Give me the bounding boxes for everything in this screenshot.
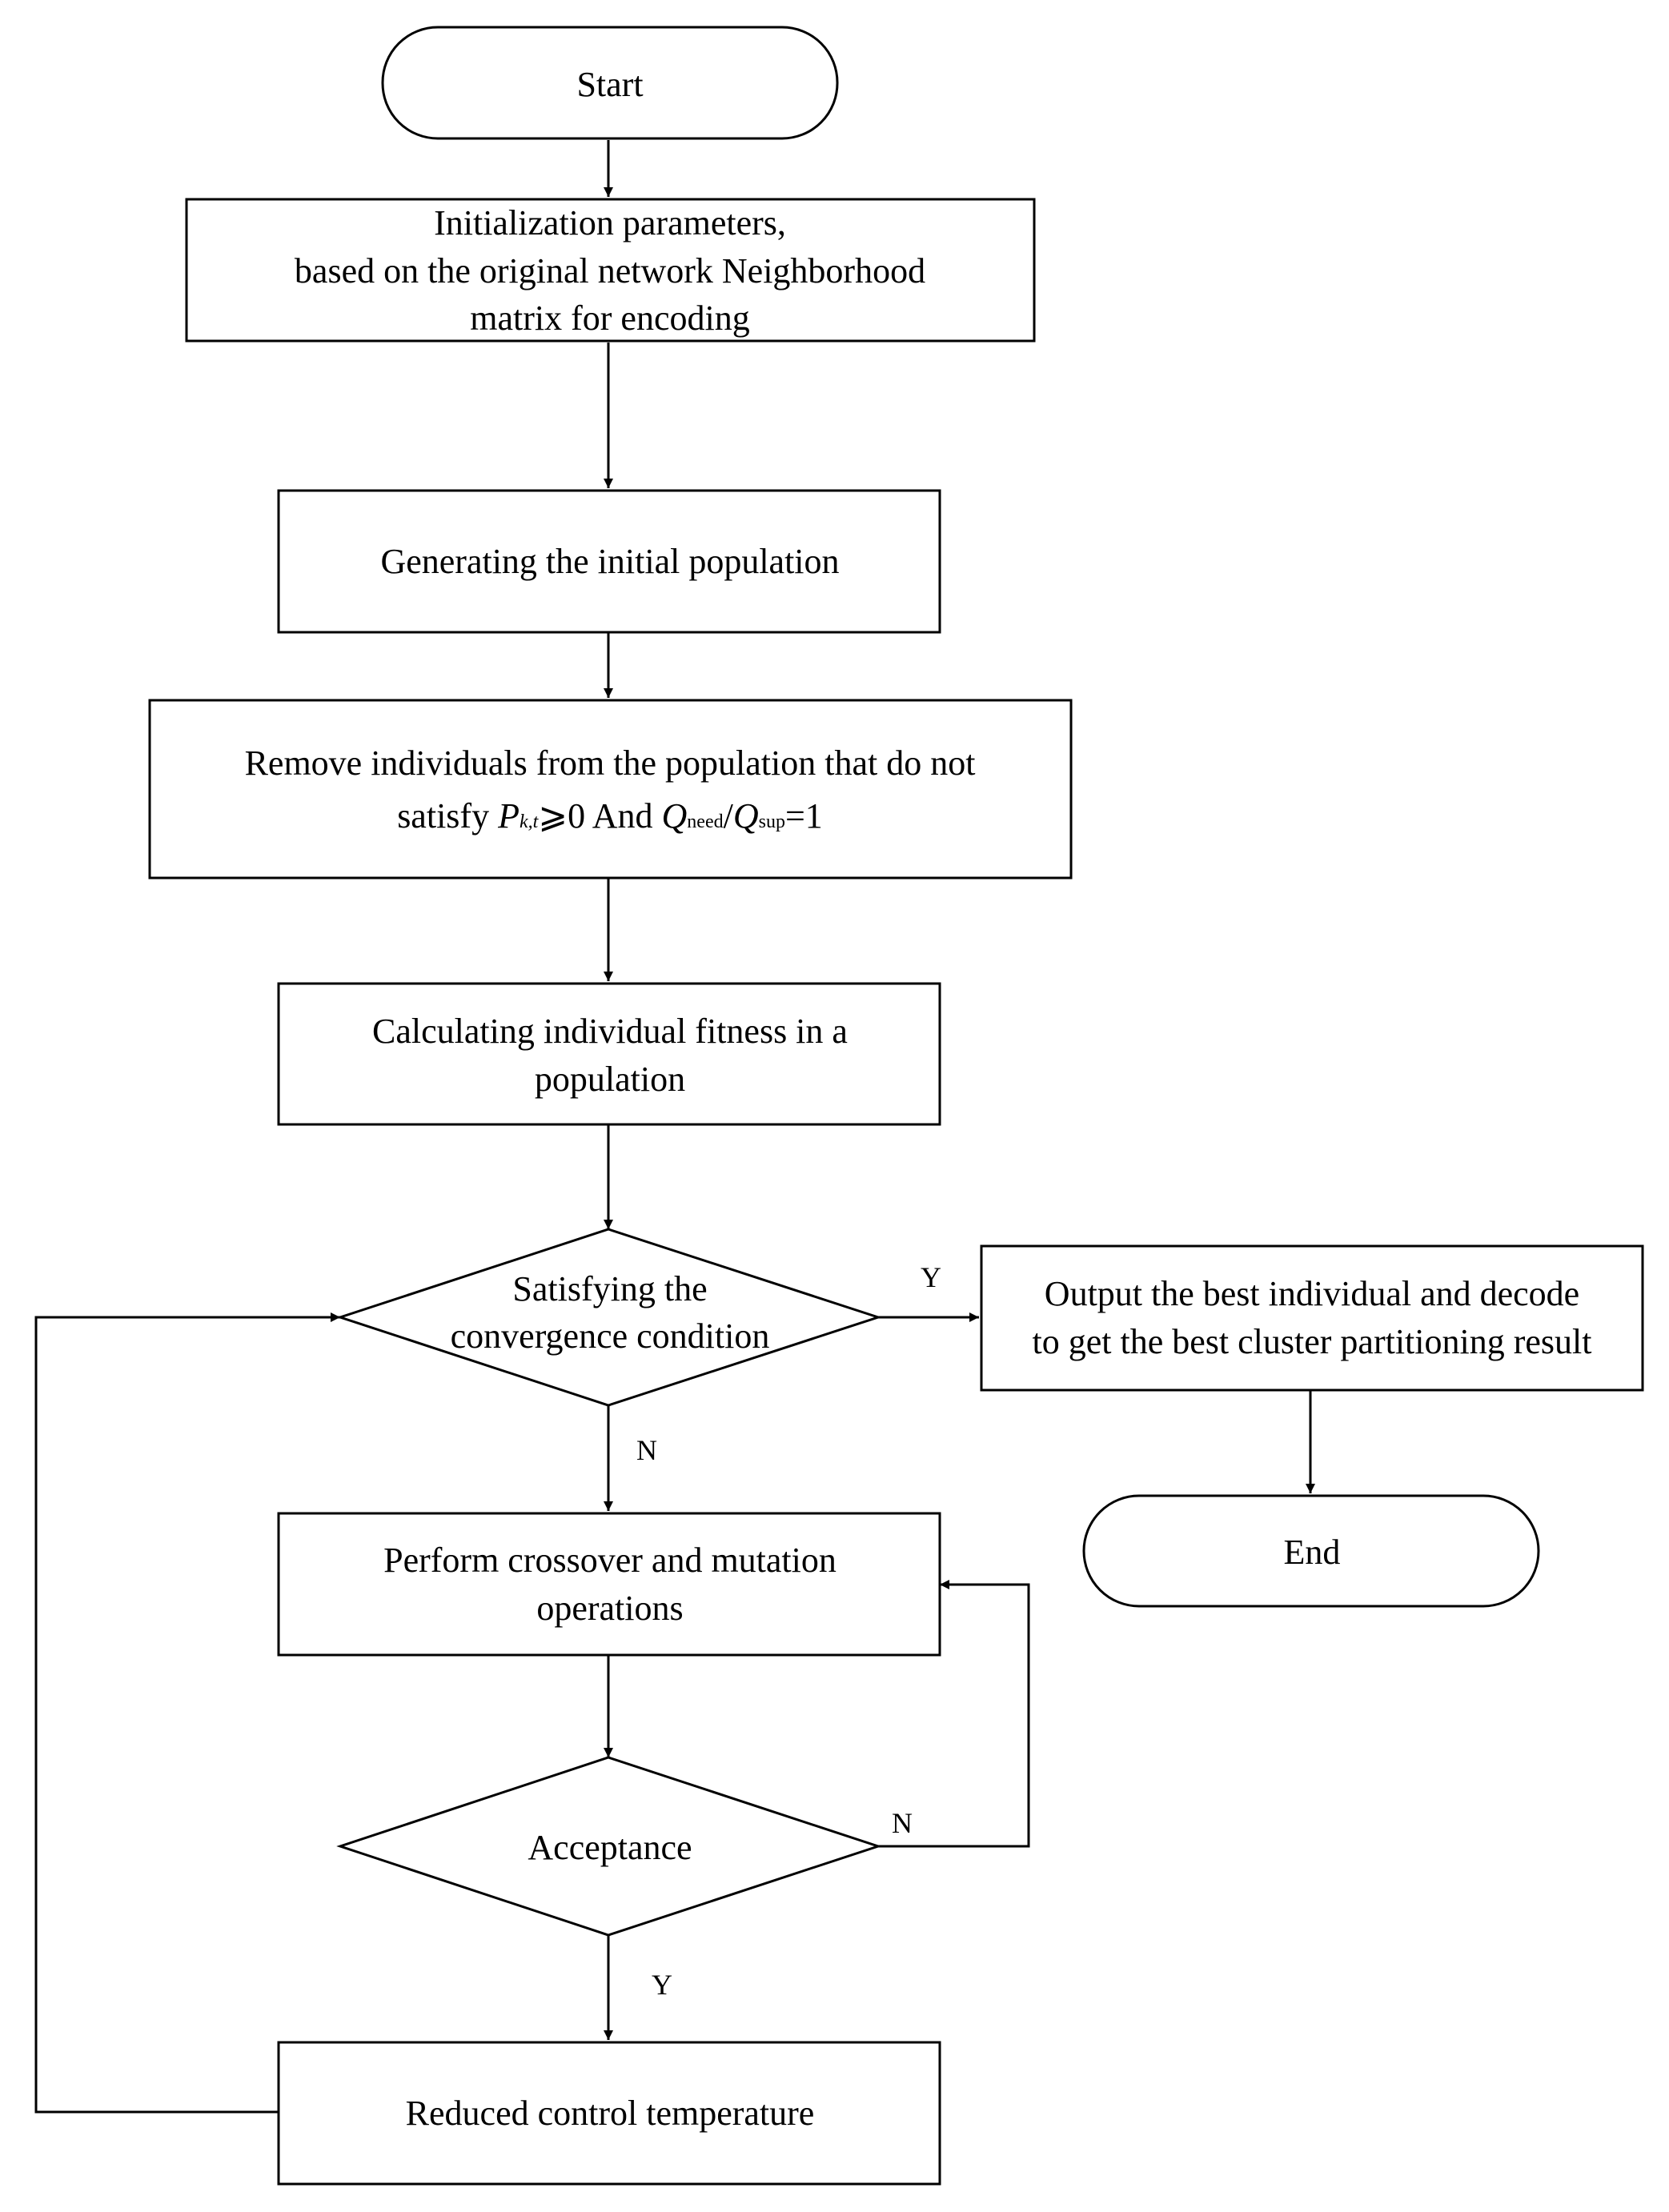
remove-q-sup-subscript: sup (759, 811, 785, 832)
remove-geq-text: ⩾0 And (538, 796, 661, 836)
output-line-2: to get the best cluster partitioning res… (1033, 1322, 1592, 1361)
acceptance-no-label: N (892, 1807, 913, 1839)
connectors (34, 140, 1315, 2114)
init-line-3: matrix for encoding (470, 299, 749, 338)
generate-label: Generating the initial population (380, 542, 839, 581)
remove-line-1: Remove individuals from the population t… (245, 743, 976, 783)
fitness-line-2: population (535, 1060, 685, 1099)
start-label: Start (576, 65, 643, 104)
init-line-1: Initialization parameters, (434, 203, 786, 242)
remove-process-box (148, 699, 1073, 880)
output-process-box (980, 1244, 1644, 1392)
arrow-acceptance-no-loop (878, 1580, 1030, 1848)
remove-q-sup-symbol: Q (733, 796, 759, 836)
crossover-line-2: operations (536, 1589, 683, 1628)
output-line-1: Output the best individual and decode (1045, 1274, 1579, 1313)
acceptance-node: Acceptance (336, 1756, 882, 1937)
crossover-line-1: Perform crossover and mutation (383, 1541, 837, 1580)
acceptance-label: Acceptance (528, 1828, 692, 1867)
generate-process-box (277, 489, 941, 634)
convergence-line-2: convergence condition (451, 1316, 770, 1356)
convergence-yes-label: Y (921, 1261, 941, 1293)
generate-node: Generating the initial population (277, 489, 941, 634)
edge-labels: Y N N Y (636, 1261, 941, 2001)
convergence-decision-diamond (336, 1228, 882, 1407)
output-node: Output the best individual and decode to… (980, 1244, 1644, 1392)
fitness-node: Calculating individual fitness in a popu… (277, 982, 941, 1126)
convergence-line-1: Satisfying the (512, 1269, 707, 1308)
remove-slash: / (724, 796, 734, 836)
fitness-process-box (277, 982, 941, 1126)
end-node: End (1082, 1494, 1540, 1608)
init-line-2: based on the original network Neighborho… (295, 251, 925, 291)
reduce-node: Reduced control temperature (277, 2041, 941, 2186)
convergence-node: Satisfying the convergence condition (336, 1228, 882, 1407)
remove-p-subscript: k,t (520, 811, 540, 832)
end-label: End (1284, 1533, 1341, 1572)
remove-eq-text: =1 (785, 796, 823, 836)
remove-q-need-symbol: Q (662, 796, 688, 836)
fitness-line-1: Calculating individual fitness in a (372, 1012, 848, 1051)
init-process-box (185, 198, 1036, 343)
start-node: Start (381, 26, 839, 140)
acceptance-yes-label: Y (652, 1969, 672, 2001)
remove-p-symbol: P (497, 796, 520, 836)
reduce-label: Reduced control temperature (406, 2094, 815, 2133)
arrow-reduce-loop-to-convergence (34, 1312, 340, 2114)
init-node: Initialization parameters, based on the … (185, 198, 1036, 343)
convergence-no-label: N (636, 1434, 657, 1466)
crossover-node: Perform crossover and mutation operation… (277, 1512, 941, 1657)
acceptance-decision-diamond (336, 1756, 882, 1937)
remove-line-2: satisfy Pk,t⩾0 And Qneed/Qsup=1 (397, 796, 823, 836)
remove-q-need-subscript: need (687, 811, 723, 832)
start-terminator (381, 26, 839, 140)
remove-node: Remove individuals from the population t… (148, 699, 1073, 880)
remove-satisfy-text: satisfy (397, 796, 498, 836)
crossover-process-box (277, 1512, 941, 1657)
end-terminator (1082, 1494, 1540, 1608)
reduce-process-box (277, 2041, 941, 2186)
